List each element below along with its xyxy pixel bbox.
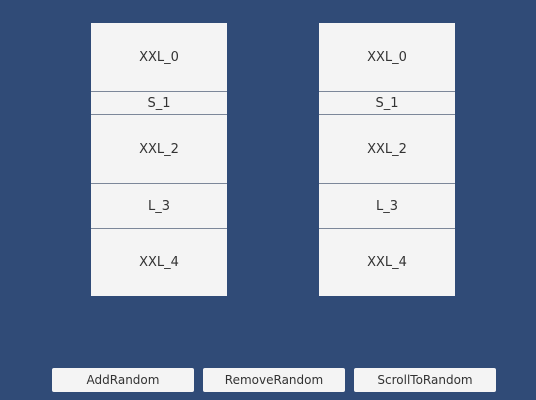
list-right[interactable]: XXL_0 S_1 XXL_2 L_3 XXL_4 — [319, 23, 455, 296]
scroll-to-random-button[interactable]: ScrollToRandom — [354, 368, 496, 392]
list-item-label: S_1 — [375, 95, 399, 111]
list-item[interactable]: XXL_4 — [91, 229, 227, 296]
list-item[interactable]: XXL_4 — [319, 229, 455, 296]
list-item-label: XXL_4 — [139, 255, 179, 270]
list-item[interactable]: XXL_2 — [91, 115, 227, 183]
list-item-label: XXL_4 — [367, 255, 407, 270]
list-item[interactable]: XXL_0 — [319, 23, 455, 91]
add-random-button[interactable]: AddRandom — [52, 368, 194, 392]
list-item-label: L_3 — [147, 198, 170, 214]
list-item-label: XXL_2 — [139, 141, 179, 157]
list-item[interactable]: L_3 — [319, 183, 455, 229]
list-left[interactable]: XXL_0 S_1 XXL_2 L_3 XXL_4 — [91, 23, 227, 296]
remove-random-button[interactable]: RemoveRandom — [203, 368, 345, 392]
list-item-label: L_3 — [375, 198, 398, 214]
list-item[interactable]: XXL_0 — [91, 23, 227, 91]
list-item-label: XXL_0 — [367, 49, 407, 65]
list-item[interactable]: L_3 — [91, 183, 227, 229]
list-item[interactable]: XXL_2 — [319, 115, 455, 183]
list-item-label: XXL_0 — [139, 49, 179, 65]
list-item[interactable]: S_1 — [319, 91, 455, 115]
list-item-label: XXL_2 — [367, 141, 407, 157]
list-item-label: S_1 — [147, 95, 171, 111]
list-item[interactable]: S_1 — [91, 91, 227, 115]
